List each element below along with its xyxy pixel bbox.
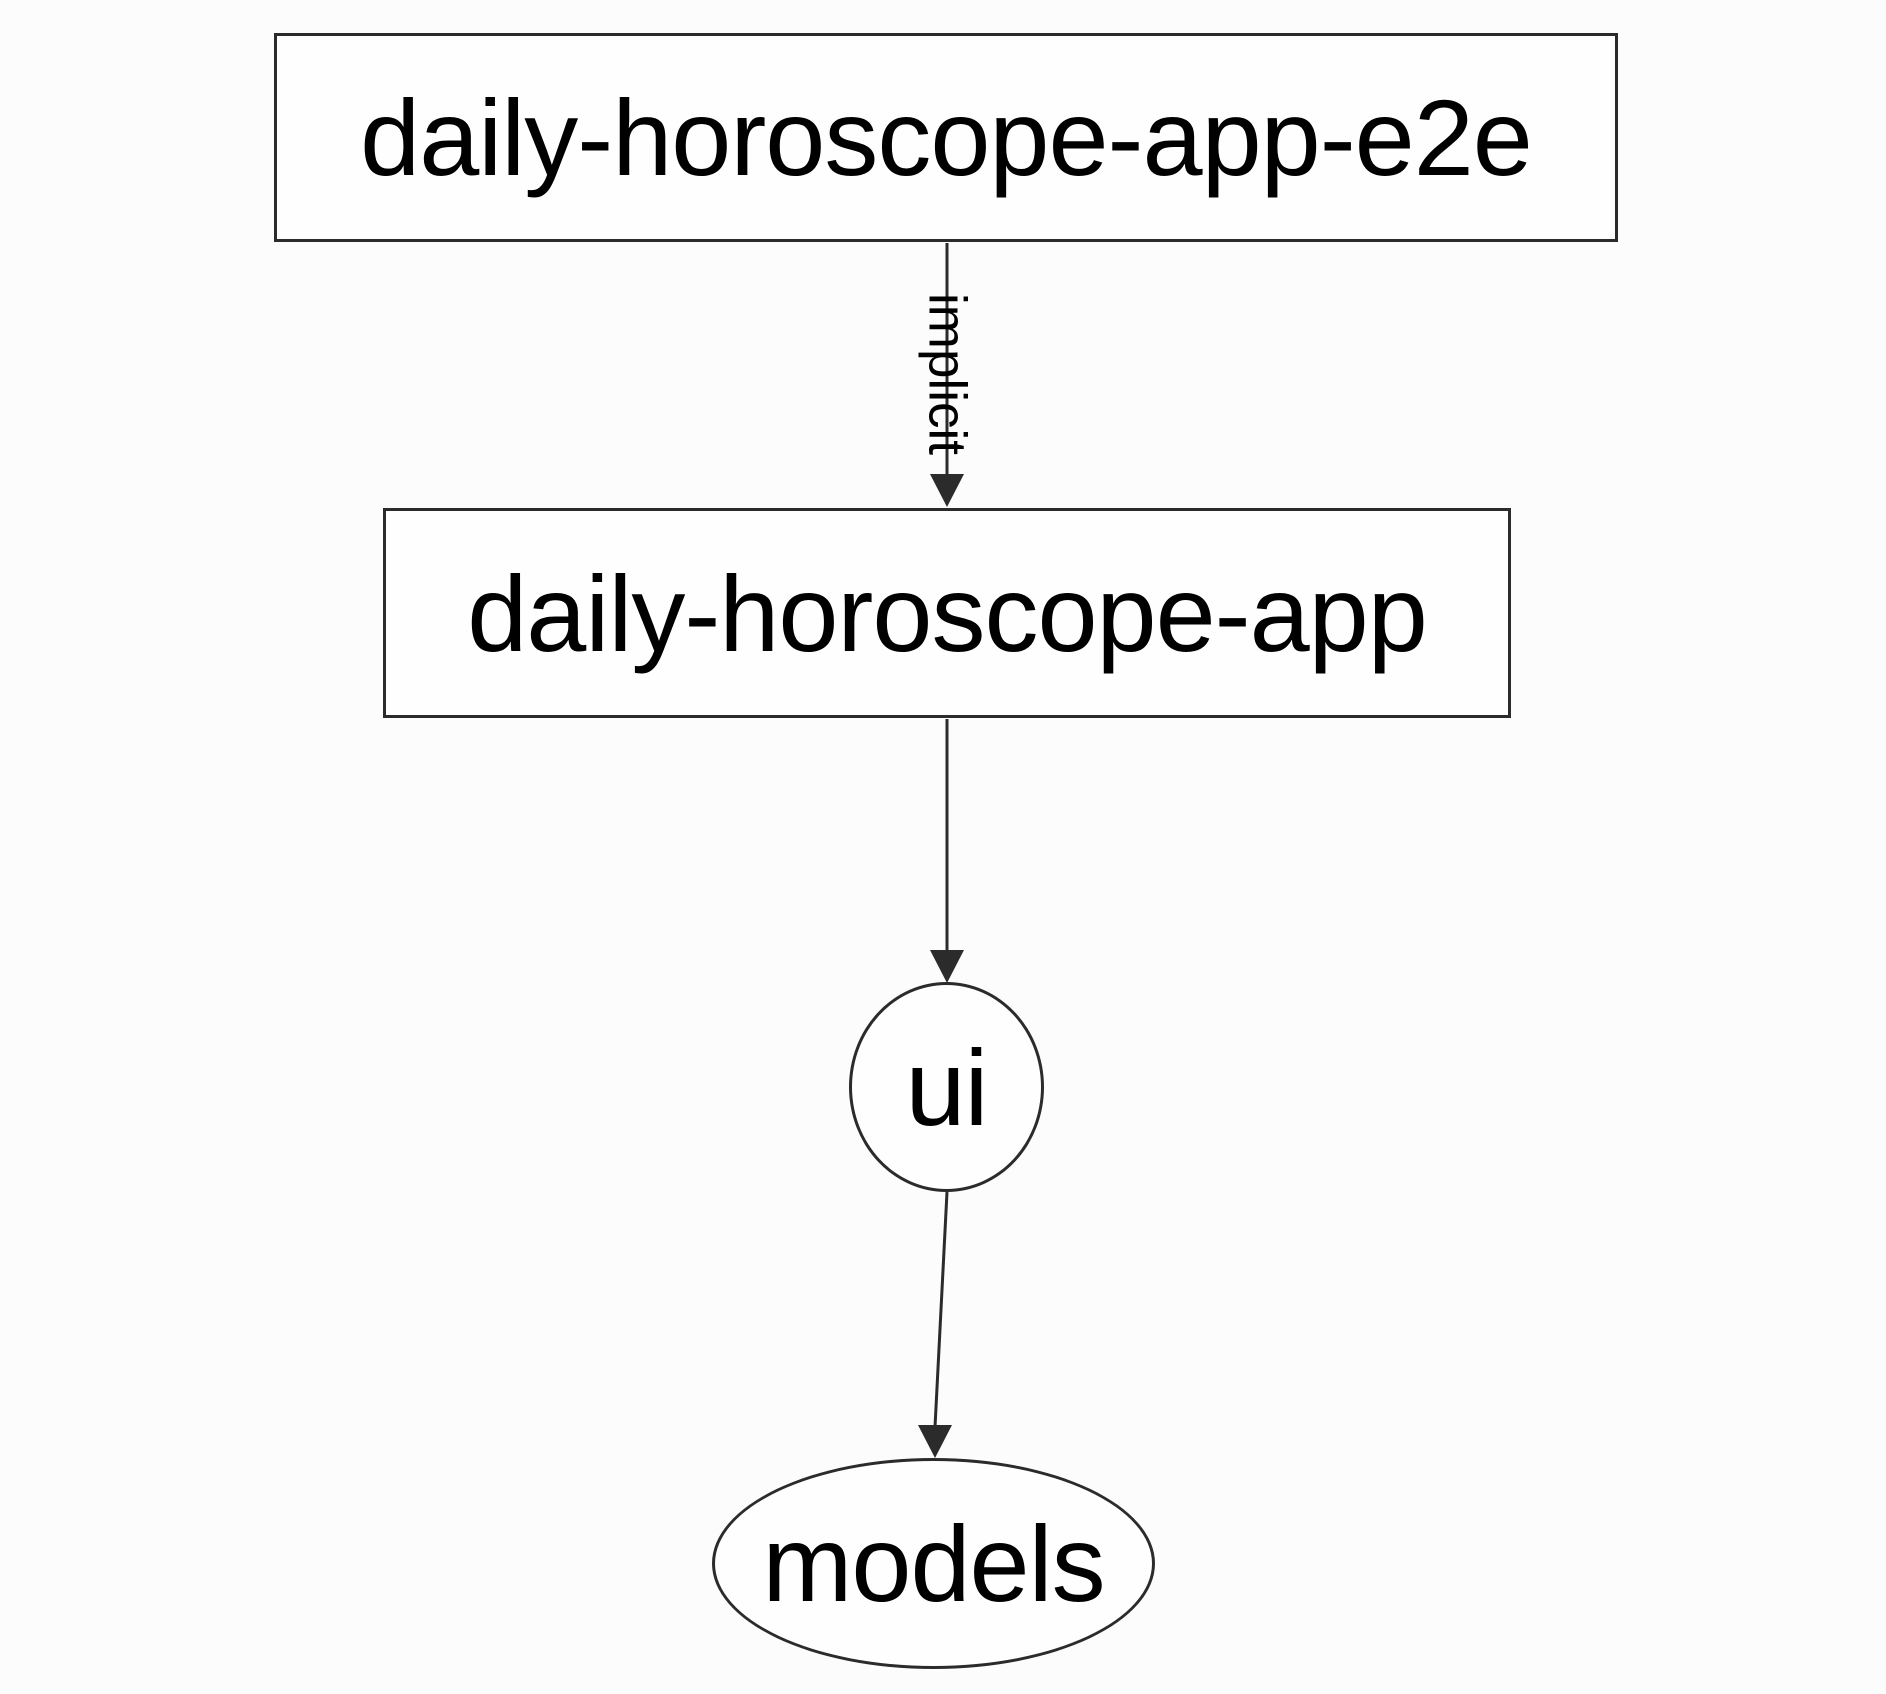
arrowhead-icon <box>930 950 964 983</box>
arrowhead-icon <box>930 474 964 507</box>
node-label: ui <box>905 1026 988 1148</box>
node-label: daily-horoscope-app-e2e <box>360 77 1533 198</box>
edge-ui-to-models-line <box>933 1191 949 1428</box>
arrowhead-icon <box>918 1425 952 1458</box>
node-daily-horoscope-app-e2e[interactable]: daily-horoscope-app-e2e <box>274 33 1618 242</box>
node-ui[interactable]: ui <box>849 982 1044 1192</box>
edge-label-implicit: implicit <box>917 293 977 455</box>
node-daily-horoscope-app[interactable]: daily-horoscope-app <box>383 508 1511 718</box>
node-label: daily-horoscope-app <box>467 552 1428 674</box>
node-models[interactable]: models <box>712 1458 1155 1669</box>
node-label: models <box>762 1503 1105 1624</box>
